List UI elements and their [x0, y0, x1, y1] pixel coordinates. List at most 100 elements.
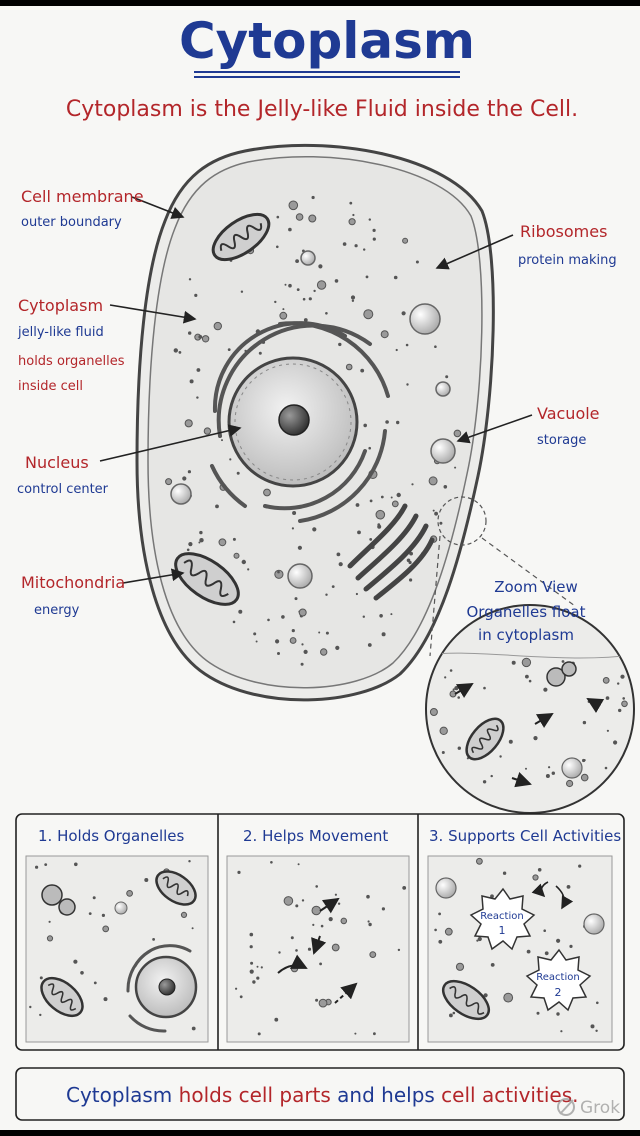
granule — [256, 965, 259, 968]
granule — [182, 476, 187, 481]
granule — [385, 420, 389, 424]
granule — [429, 708, 438, 716]
granule — [340, 917, 348, 925]
granule — [260, 966, 263, 969]
granule — [325, 312, 328, 315]
label-cytoplasm: Cytoplasm — [18, 296, 103, 315]
granule — [300, 662, 304, 666]
granule — [229, 458, 232, 461]
granule — [556, 938, 561, 943]
granule — [362, 615, 365, 618]
granule — [396, 492, 401, 498]
granule — [411, 483, 414, 486]
granule — [291, 527, 294, 530]
granule — [303, 318, 308, 322]
granule — [532, 874, 539, 881]
granule — [258, 351, 262, 355]
zoom-desc-1: Organelles float — [466, 603, 585, 621]
label-cytoplasm-desc-3: inside cell — [18, 379, 83, 394]
granule — [369, 951, 377, 958]
granule — [372, 237, 376, 241]
granule — [263, 488, 271, 497]
granule — [434, 511, 438, 516]
granule — [380, 495, 384, 499]
granule — [39, 1013, 42, 1017]
granule — [569, 944, 573, 949]
granule — [281, 615, 285, 619]
panel-2-motion-arrows — [277, 897, 358, 1004]
granule — [218, 538, 227, 547]
granule — [444, 676, 447, 679]
granule — [29, 1005, 32, 1009]
panel-3-motion-arrows — [531, 881, 574, 910]
granule — [443, 485, 448, 489]
granule — [249, 969, 254, 974]
granule — [337, 902, 341, 905]
granule — [363, 248, 366, 251]
granule — [348, 218, 356, 226]
granule — [295, 259, 299, 263]
granule — [445, 375, 449, 379]
poster: Cytoplasm Cytoplasm is the Jelly-like Fl… — [0, 6, 640, 1130]
granule — [233, 552, 240, 559]
granule — [596, 1001, 599, 1005]
granule — [255, 640, 258, 643]
granule — [621, 700, 628, 708]
granule — [373, 1032, 376, 1036]
granule — [267, 618, 270, 622]
granule — [188, 331, 192, 335]
granule — [274, 1017, 279, 1022]
panel-1-er — [126, 944, 192, 1033]
nucleolus — [278, 404, 310, 436]
granule — [457, 696, 461, 699]
granule — [189, 379, 194, 384]
granule — [372, 228, 376, 232]
granule — [320, 648, 328, 656]
granule — [499, 755, 502, 758]
label-cell-membrane: Cell membrane — [21, 187, 144, 206]
granule — [311, 195, 315, 200]
granule — [490, 963, 495, 967]
granule — [605, 696, 610, 700]
nucleus — [227, 356, 359, 488]
granule — [291, 629, 295, 633]
granule — [199, 530, 203, 535]
granule — [476, 939, 479, 942]
granule — [279, 311, 288, 320]
zoom-ribosome — [546, 661, 577, 687]
granule — [213, 321, 223, 331]
zoom-granules — [429, 657, 628, 788]
granule — [432, 509, 435, 512]
granule — [441, 751, 445, 754]
granule — [194, 293, 198, 297]
granule — [249, 945, 253, 949]
granule — [283, 896, 294, 906]
granule — [288, 283, 292, 288]
granule — [276, 215, 280, 219]
footer-part-3: and helps — [337, 1083, 435, 1107]
granule — [320, 924, 324, 928]
granule — [406, 383, 409, 386]
panel-1-art — [25, 855, 209, 1043]
label-mitochondria-desc: energy — [34, 603, 80, 618]
granule — [405, 343, 409, 347]
granule — [449, 669, 453, 672]
granule — [201, 335, 210, 343]
granule — [319, 962, 322, 966]
granule — [397, 948, 401, 952]
granule — [315, 885, 319, 888]
granule — [191, 1026, 196, 1031]
reaction-2-number: 2 — [555, 986, 562, 999]
granule — [409, 578, 413, 582]
granule — [292, 511, 297, 515]
granule — [434, 345, 437, 349]
granule — [165, 478, 173, 486]
granule — [336, 552, 341, 557]
granule — [490, 774, 493, 778]
granule — [580, 773, 589, 782]
granule — [252, 980, 256, 984]
granule — [367, 920, 370, 923]
granule — [578, 864, 582, 868]
panel-3-title: 3. Supports Cell Activities — [429, 827, 621, 845]
granule — [282, 308, 285, 311]
